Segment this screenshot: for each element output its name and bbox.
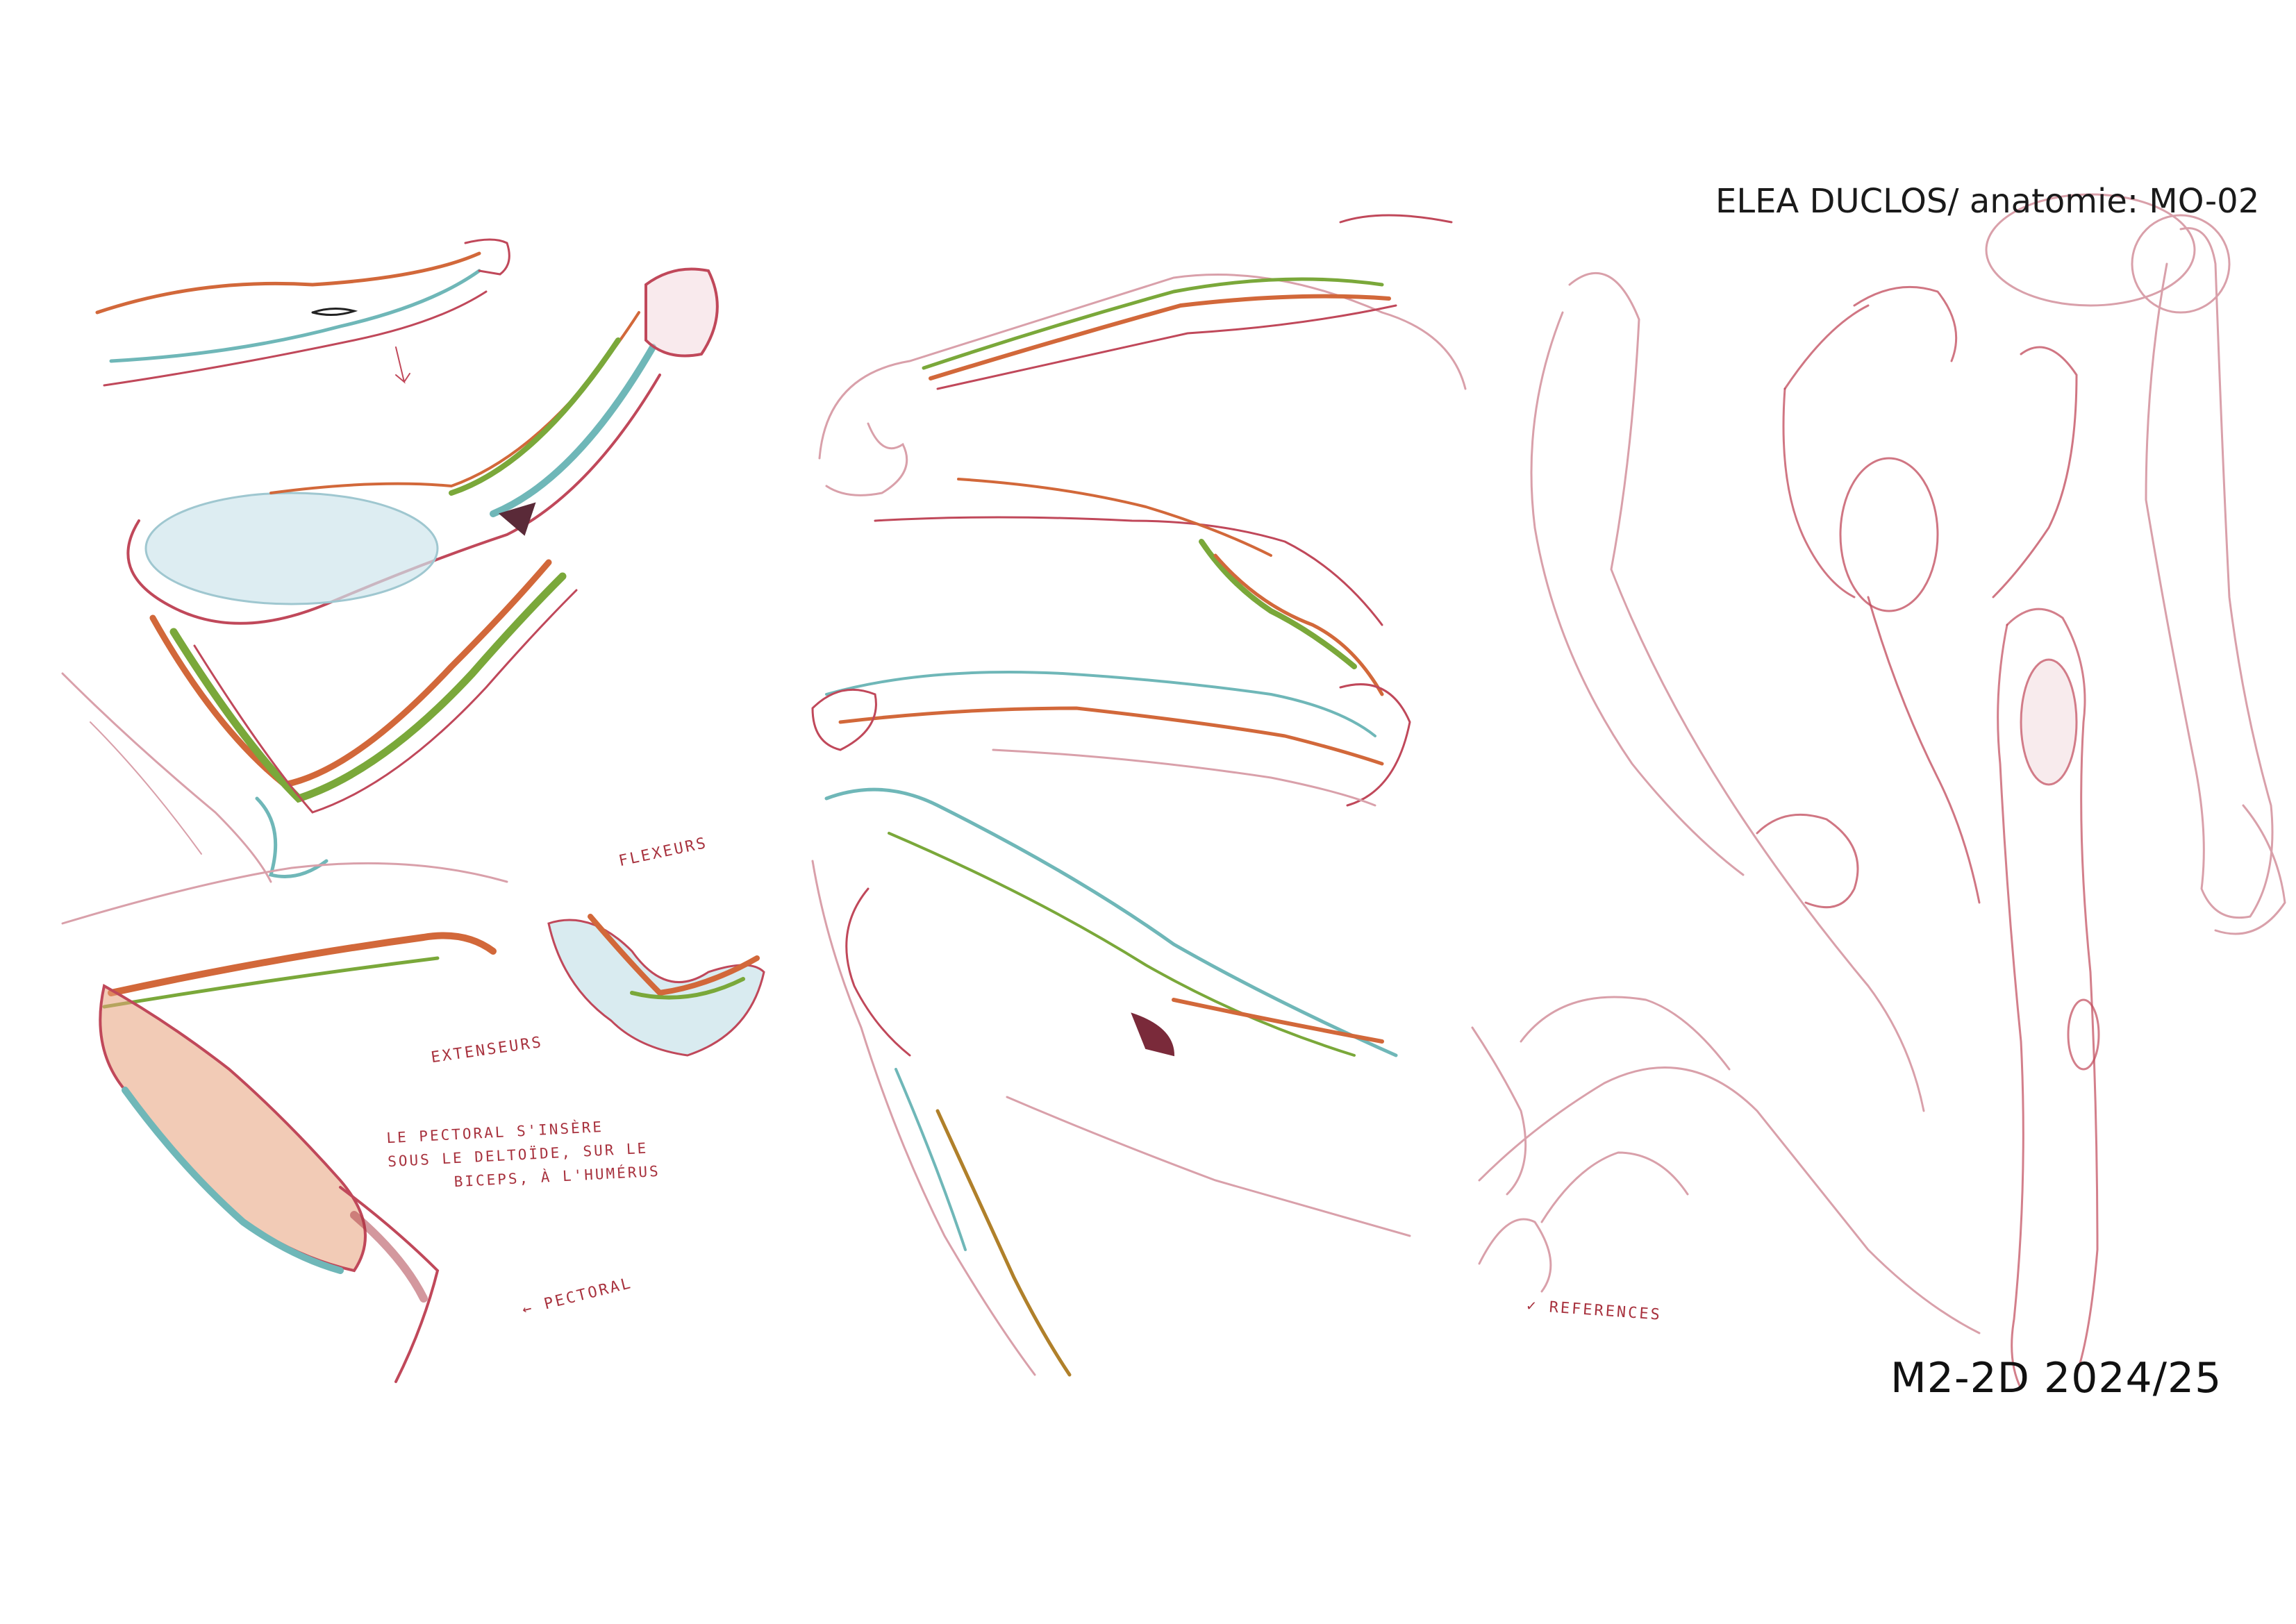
- figure-sketch-arms-up: [1756, 285, 2078, 909]
- arm-sketch-mid-2: [874, 478, 1384, 696]
- arm-sketch-pectoral: [61, 862, 508, 1383]
- arm-sketch-flexors: [547, 914, 765, 1057]
- arm-sketch-mid-3: [811, 671, 1411, 807]
- colored-arm-studies: [61, 187, 792, 1437]
- page-caption: M2-2D 2024/25: [1890, 1354, 2222, 1403]
- figure-sketch-raised-hand: [1997, 608, 2100, 1390]
- arm-studies-left-svg: [61, 238, 765, 1383]
- arm-sketch-bent-2: [61, 559, 578, 883]
- arm-sketch-bent-1: [126, 267, 719, 625]
- figure-studies-right-svg: [1471, 193, 2286, 1390]
- arm-sketch-mid-4: [811, 787, 1411, 1377]
- arm-sketch-top: [95, 238, 510, 387]
- figure-sketch-leaning: [1478, 193, 2196, 1334]
- label-pectoral-note: LE PECTORAL S'INSÈRE SOUS LE DELTOÏDE, S…: [385, 1118, 661, 1194]
- page-title: ELEA DUCLOS/ anatomie: MO-02: [1715, 182, 2260, 221]
- arm-studies-middle-svg: [811, 214, 1467, 1377]
- arm-sketch-mid-1: [818, 214, 1467, 496]
- line-arm-studies: [785, 194, 1467, 1444]
- pencil-figure-studies: [1471, 193, 2292, 1390]
- figure-sketch-bottom-left: [1471, 1026, 1689, 1293]
- figure-sketch-vertical-arm: [2131, 214, 2286, 935]
